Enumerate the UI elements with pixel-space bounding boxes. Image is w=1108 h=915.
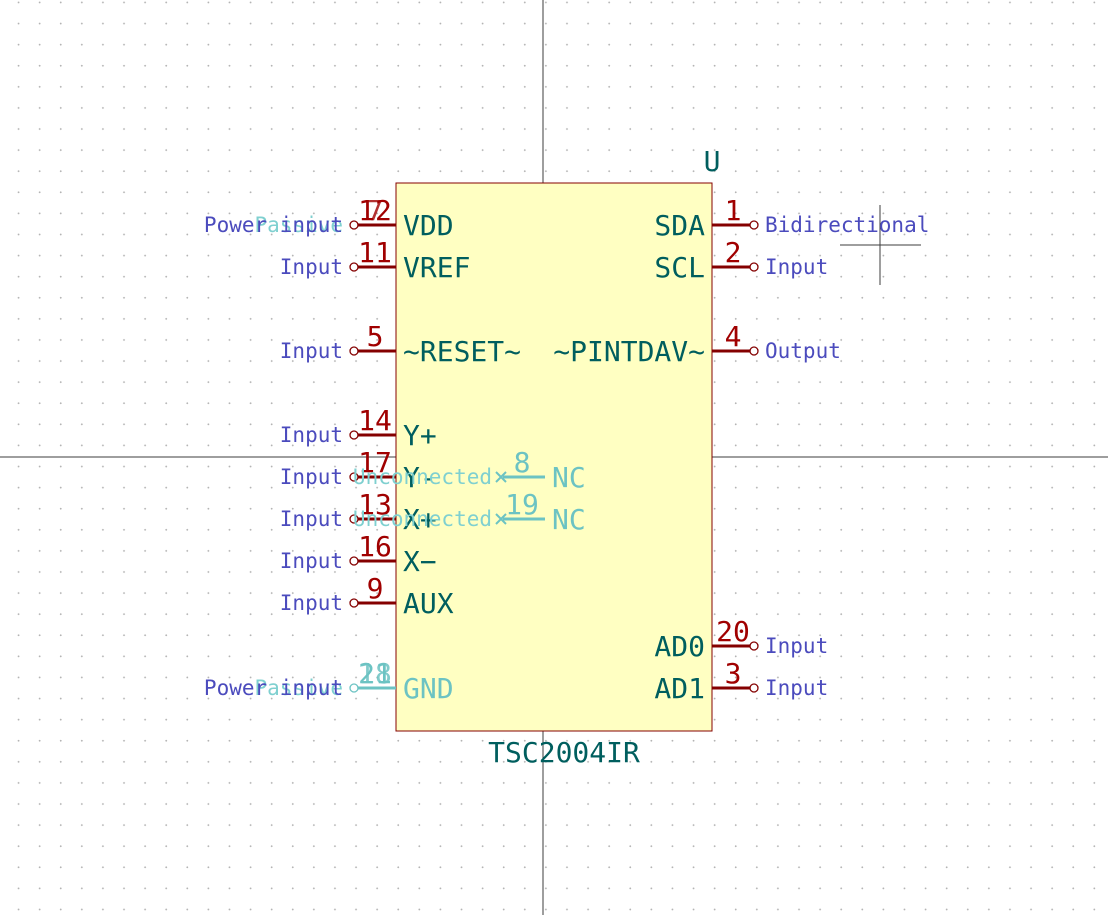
pin-left-vref[interactable]: 11 VREF Input — [280, 236, 471, 284]
pin-electrical-type: Input — [280, 423, 343, 447]
pin-number: 5 — [367, 320, 384, 353]
pin-right-pintdav[interactable]: 4 ~PINTDAV~ Output — [553, 320, 841, 368]
pin-number: 16 — [358, 530, 392, 563]
pin-right-sda[interactable]: 1 SDA Bidirectional — [654, 194, 929, 242]
pin-name: NC — [552, 461, 586, 494]
pin-name: AUX — [403, 587, 454, 620]
pin-number: 9 — [367, 572, 384, 605]
reference-designator[interactable]: U — [704, 145, 721, 178]
pin-number: 13 — [358, 488, 392, 521]
pin-electrical-type: Power input — [204, 213, 343, 237]
pin-number: 3 — [725, 657, 742, 690]
pin-number: 7 — [367, 194, 384, 227]
pin-electrical-type: Input — [280, 339, 343, 363]
pin-right-ad0[interactable]: 20 AD0 Input — [654, 615, 828, 663]
pin-name: AD1 — [654, 672, 705, 705]
cursor-crosshair — [840, 205, 921, 285]
pin-electrical-type: Output — [765, 339, 841, 363]
pin-electrical-type: Input — [280, 255, 343, 279]
pin-electrical-type: Bidirectional — [765, 213, 929, 237]
pin-left-y-minus[interactable]: 17 Y- Input — [280, 446, 437, 494]
pin-number: 2 — [725, 236, 742, 269]
pin-electrical-type: Input — [280, 465, 343, 489]
pin-name: Y- — [403, 461, 437, 494]
value-label[interactable]: TSC2004IR — [488, 736, 640, 769]
pin-right-ad1[interactable]: 3 AD1 Input — [654, 657, 828, 705]
pin-electrical-type: Input — [280, 549, 343, 573]
pin-number: 17 — [358, 446, 392, 479]
pin-number: 18 — [358, 657, 392, 690]
pin-electrical-type: Input — [765, 634, 828, 658]
pin-name: X+ — [403, 503, 437, 536]
pin-left-x-minus[interactable]: 16 X− Input — [280, 530, 437, 578]
pin-number: 20 — [716, 615, 750, 648]
pin-name: VREF — [403, 251, 470, 284]
pin-name: AD0 — [654, 630, 705, 663]
pin-name: ~PINTDAV~ — [553, 335, 705, 368]
pin-left-vdd[interactable]: 7 12 VDD Passive Power input — [204, 194, 454, 242]
pin-number: 8 — [514, 446, 531, 479]
pin-electrical-type: Input — [280, 591, 343, 615]
pin-name: GND — [403, 672, 454, 705]
pin-number: 4 — [725, 320, 742, 353]
pin-number: 12 — [358, 194, 392, 227]
pin-number: 1 — [725, 194, 742, 227]
pin-electrical-type: Power input — [204, 676, 343, 700]
pin-left-x-plus[interactable]: 13 X+ Input — [280, 488, 437, 536]
pin-name: SCL — [654, 251, 705, 284]
pin-electrical-type: Unconnected — [353, 507, 492, 531]
pin-left-gnd[interactable]: 21 18 GND Passive Power input — [204, 657, 454, 705]
pin-left-reset[interactable]: 5 ~RESET~ Input — [280, 320, 521, 368]
pin-number: 21 — [358, 657, 392, 690]
pin-name: ~RESET~ — [403, 335, 521, 368]
pin-left-y-plus[interactable]: 14 Y+ Input — [280, 404, 437, 452]
pin-electrical-type: Input — [280, 507, 343, 531]
pin-electrical-type: Passive — [254, 676, 343, 700]
pin-left-aux[interactable]: 9 AUX Input — [280, 572, 454, 620]
pin-name: Y+ — [403, 419, 437, 452]
pin-name: SDA — [654, 209, 705, 242]
pin-electrical-type: Unconnected — [353, 465, 492, 489]
pin-name: VDD — [403, 209, 454, 242]
pin-number: 11 — [358, 236, 392, 269]
pin-name: NC — [552, 503, 586, 536]
symbol-body[interactable] — [395, 182, 713, 732]
pin-name: X− — [403, 545, 437, 578]
pin-right-scl[interactable]: 2 SCL Input — [654, 236, 828, 284]
pin-number: 14 — [358, 404, 392, 437]
pin-nc-19[interactable]: 19 NC Unconnected — [353, 488, 586, 536]
pin-electrical-type: Passive — [254, 213, 343, 237]
pin-number: 19 — [505, 488, 539, 521]
pin-electrical-type: Input — [765, 676, 828, 700]
pin-nc-8[interactable]: 8 NC Unconnected — [353, 446, 586, 494]
pin-electrical-type: Input — [765, 255, 828, 279]
